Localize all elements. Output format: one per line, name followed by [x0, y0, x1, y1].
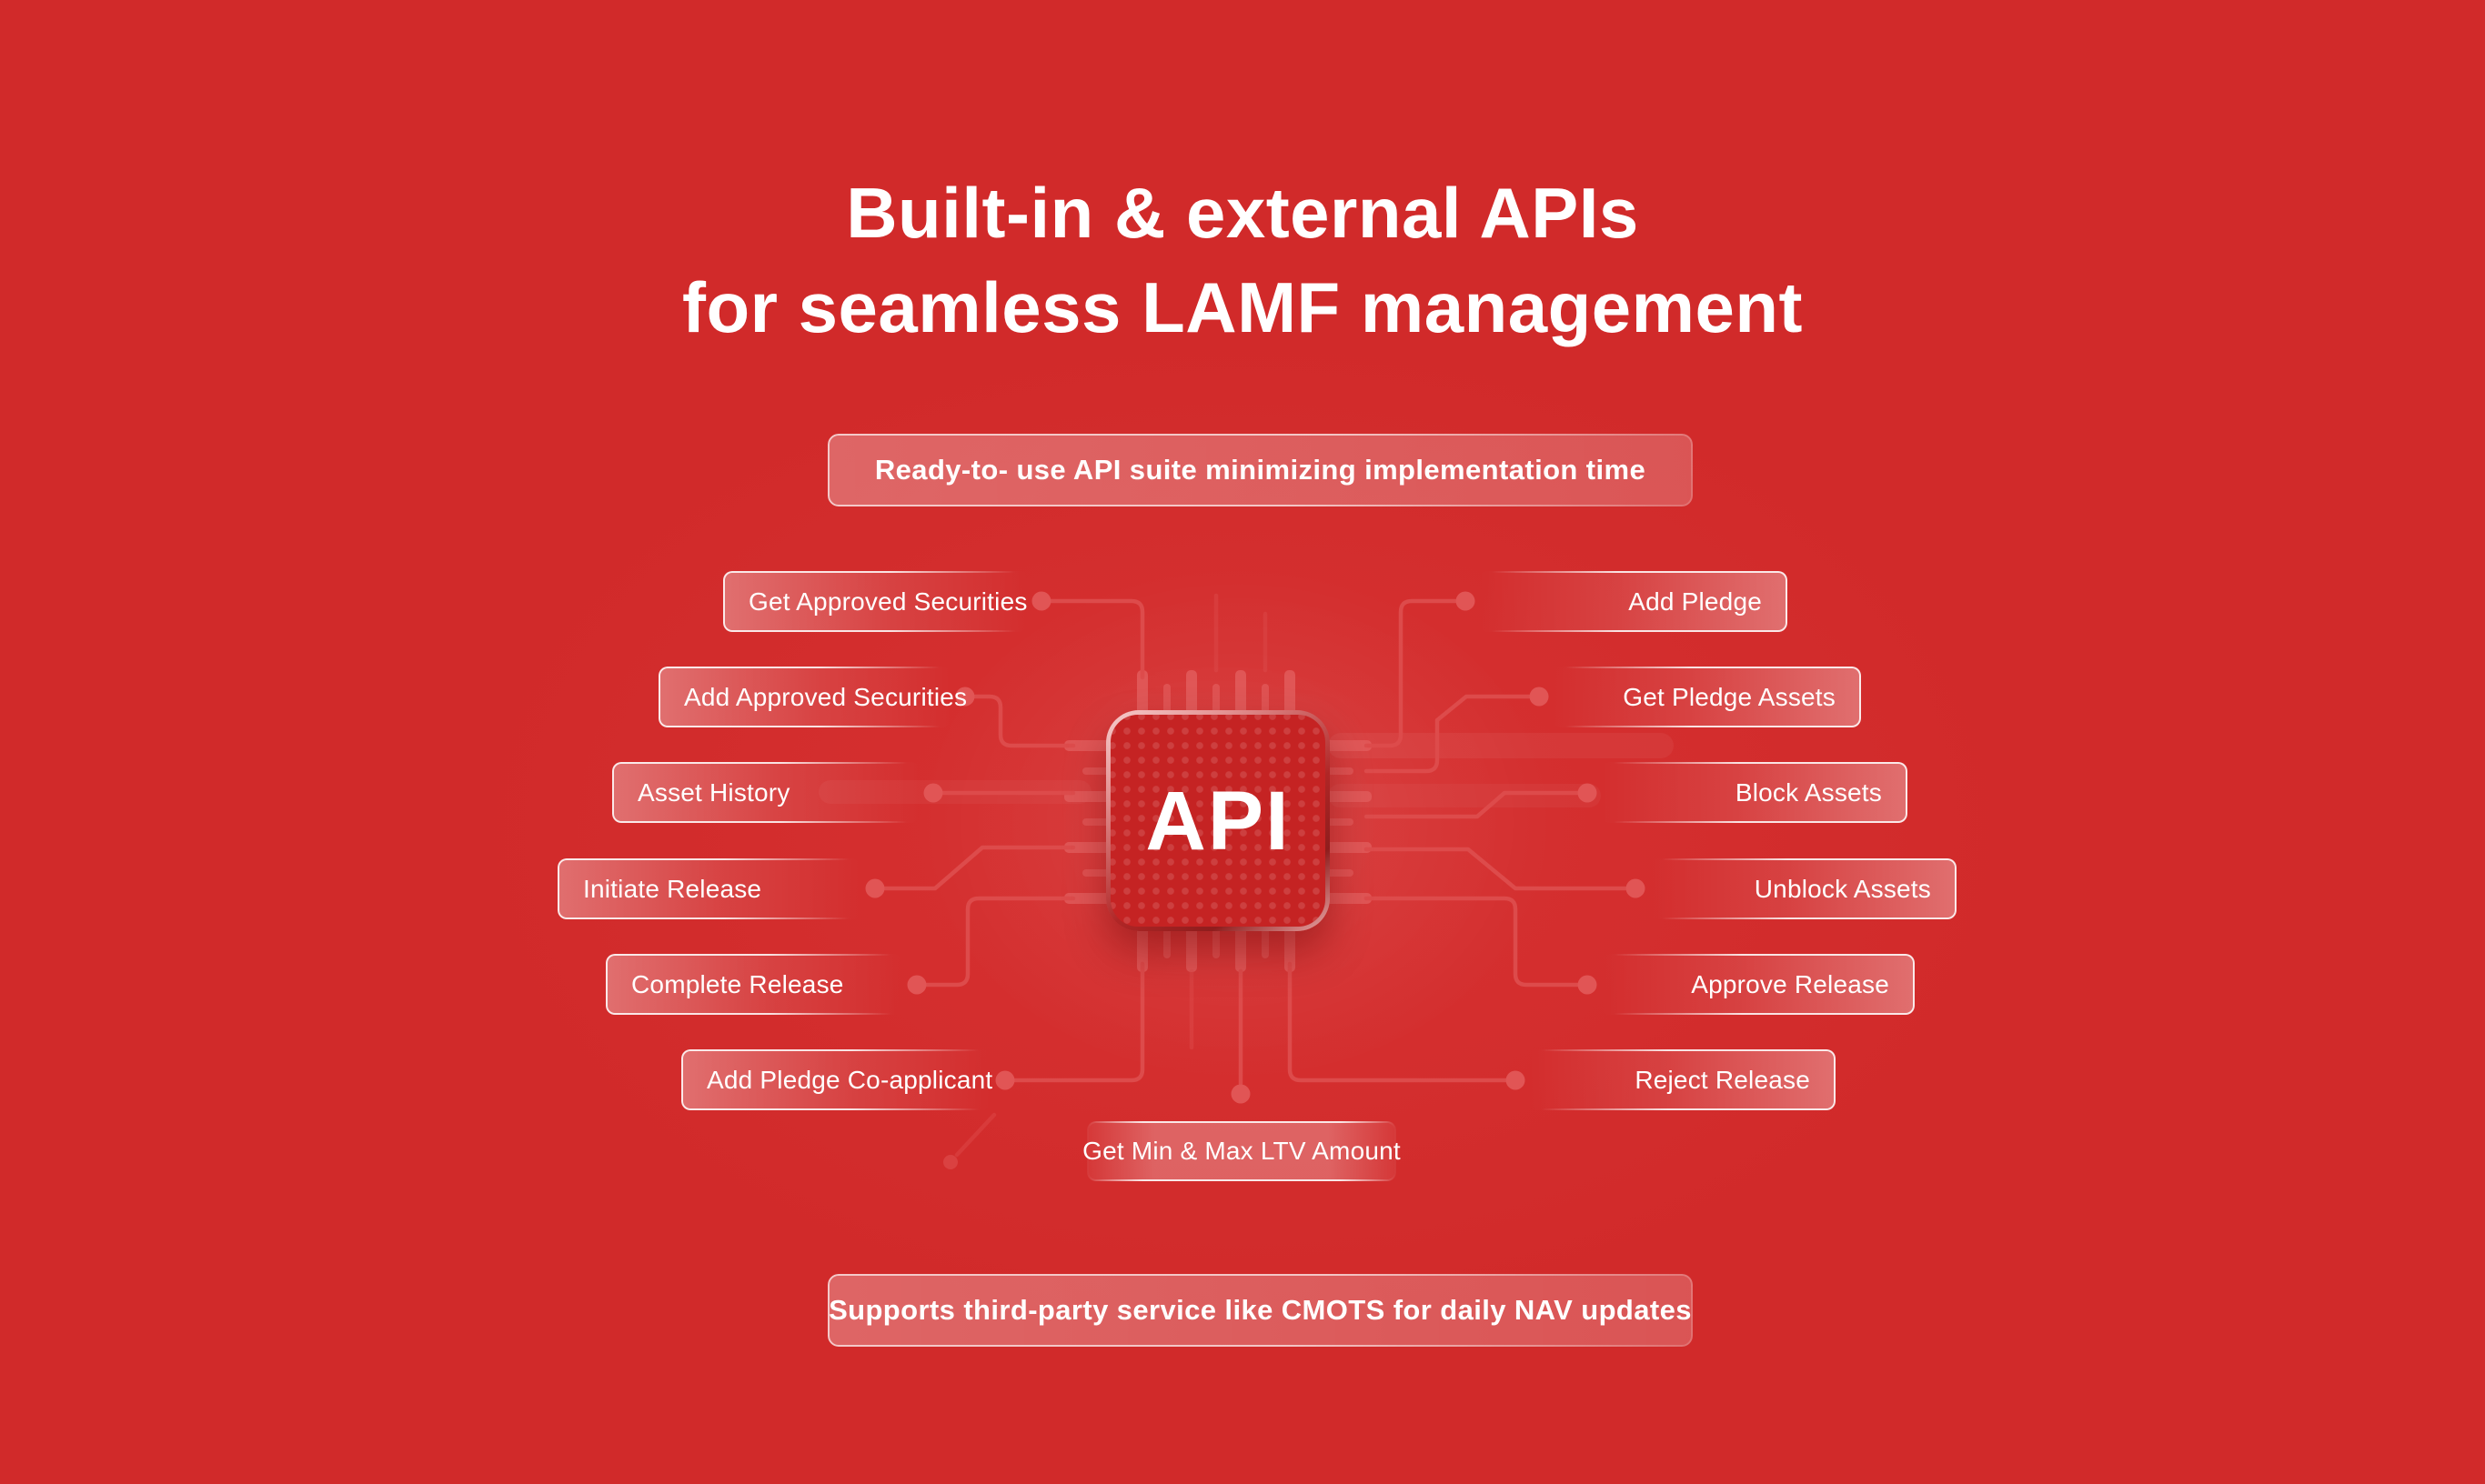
bottom-banner-text: Supports third-party service like CMOTS …: [829, 1294, 1692, 1326]
circuit-traces: [882, 593, 1628, 1158]
api-label-text: Block Assets: [1735, 777, 1882, 807]
api-label-approve-release: Approve Release: [1601, 954, 1915, 1015]
api-label-text: Complete Release: [631, 969, 844, 998]
api-chip-body: API: [1111, 715, 1325, 927]
api-label-get-min-and-max-ltv-amount: Get Min & Max LTV Amount: [1082, 1121, 1401, 1181]
api-chip-label: API: [1145, 774, 1291, 867]
api-label-initiate-release: Initiate Release: [558, 858, 861, 919]
api-label-text: Unblock Assets: [1754, 874, 1931, 903]
api-label-unblock-assets: Unblock Assets: [1649, 858, 1957, 919]
api-label-text: Add Approved Securities: [684, 682, 968, 711]
top-banner: Ready-to- use API suite minimizing imple…: [828, 434, 1693, 506]
api-label-block-assets: Block Assets: [1601, 762, 1907, 823]
page-title: Built-in & external APIs for seamless LA…: [0, 165, 2485, 355]
api-label-get-approved-securities: Get Approved Securities: [723, 571, 1028, 632]
page-title-line2: for seamless LAMF management: [681, 267, 1804, 347]
api-label-text: Asset History: [638, 777, 790, 807]
api-label-text: Get Approved Securities: [749, 587, 1028, 616]
api-label-complete-release: Complete Release: [606, 954, 903, 1015]
api-label-text: Reject Release: [1635, 1065, 1810, 1094]
api-label-asset-history: Asset History: [612, 762, 920, 823]
glow-streak: [1328, 733, 1674, 758]
api-label-text: Approve Release: [1691, 969, 1889, 998]
api-label-text: Add Pledge: [1628, 587, 1762, 616]
api-label-add-pledge: Add Pledge: [1479, 571, 1787, 632]
bottom-banner: Supports third-party service like CMOTS …: [828, 1274, 1693, 1347]
api-label-add-pledge-co-applicant: Add Pledge Co-applicant: [681, 1049, 993, 1110]
api-label-text: Get Pledge Assets: [1623, 682, 1836, 711]
top-banner-text: Ready-to- use API suite minimizing imple…: [874, 454, 1646, 486]
page-title-line1: Built-in & external APIs: [846, 173, 1639, 253]
connector-dots: [865, 591, 1645, 1169]
api-label-text: Add Pledge Co-applicant: [707, 1065, 993, 1094]
api-chip-icon: API: [1106, 710, 1330, 931]
api-label-reject-release: Reject Release: [1529, 1049, 1836, 1110]
glow-streak: [1328, 784, 1601, 807]
api-label-add-approved-securities: Add Approved Securities: [659, 667, 967, 727]
api-label-text: Initiate Release: [583, 874, 762, 903]
api-label-get-pledge-assets: Get Pledge Assets: [1553, 667, 1861, 727]
api-label-text: Get Min & Max LTV Amount: [1082, 1137, 1401, 1165]
